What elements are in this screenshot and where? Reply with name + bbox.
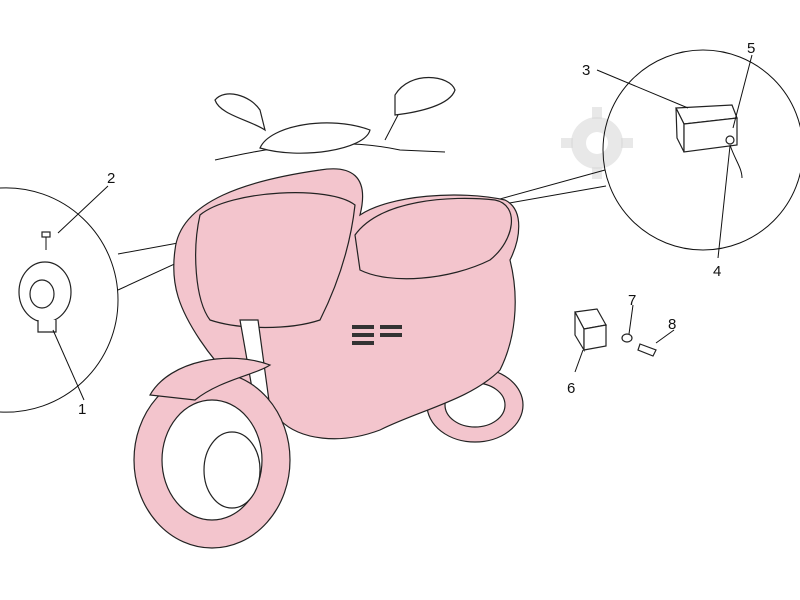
relay-part [574,308,607,353]
seat [354,197,512,280]
screw-part [637,343,657,357]
scooter-illustration [133,76,524,549]
callout-4: 4 [713,263,721,280]
horn-screw [41,231,51,250]
battery-part [675,104,738,153]
callout-5: 5 [747,40,755,57]
horn-part [18,261,72,333]
brake-disc [203,431,261,509]
front-mudguard [149,357,272,401]
callout-lines [52,54,753,401]
front-fascia [195,192,356,329]
left-mirror [214,93,266,132]
callout-6: 6 [567,380,575,397]
battery-cable [729,144,743,179]
detail-circle-battery [477,49,800,251]
callout-1: 1 [78,401,86,418]
callout-3: 3 [582,62,590,79]
callout-7: 7 [628,292,636,309]
right-mirror [394,76,456,116]
callout-labels: 1 2 3 4 5 6 7 8 [78,40,755,418]
callout-8: 8 [668,316,676,333]
callout-2: 2 [107,170,115,187]
gear-logo-icon [561,107,633,179]
battery-terminal [725,135,735,145]
washer-part [621,333,633,343]
